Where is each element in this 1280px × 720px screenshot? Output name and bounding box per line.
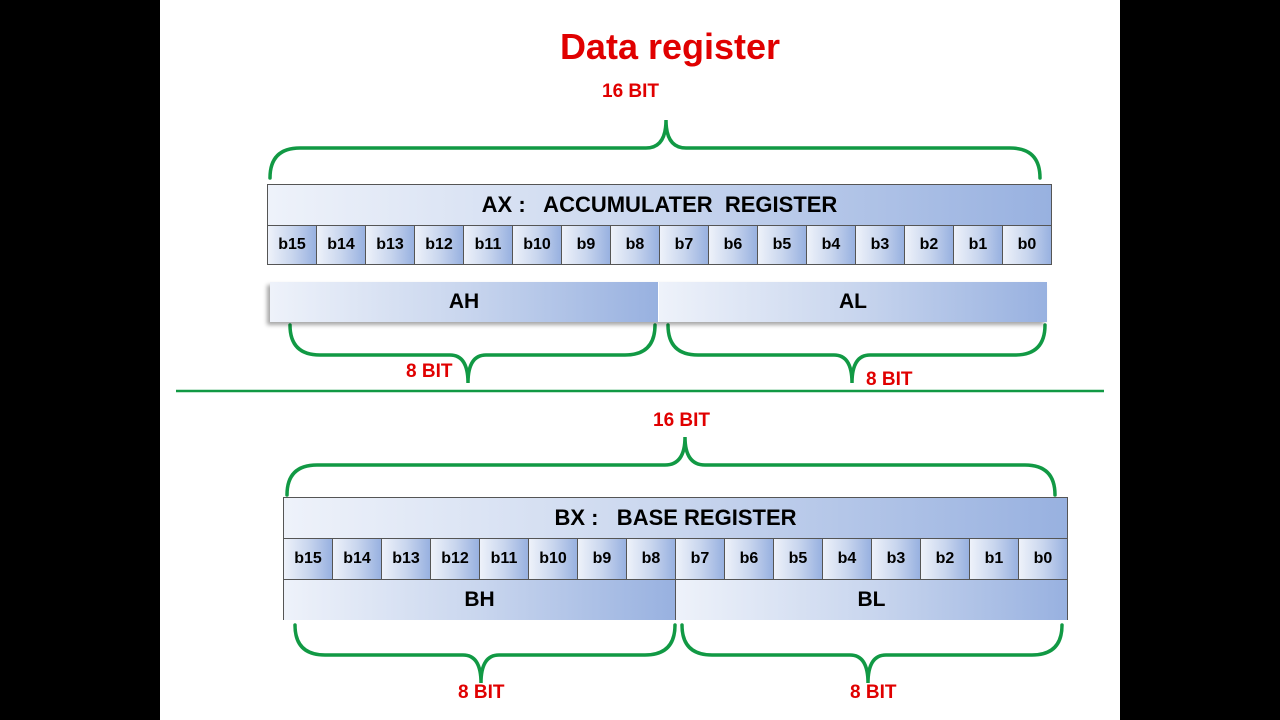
al-half: AL xyxy=(659,282,1047,322)
bl-8bit-brace xyxy=(680,623,1064,684)
slide-title: Data register xyxy=(559,26,781,67)
al-8bit-brace xyxy=(666,323,1047,384)
bh-8bit-label: 8 BIT xyxy=(458,682,505,703)
bl-8bit-label: 8 BIT xyxy=(850,682,897,703)
ax-bit-cell: b14 xyxy=(317,226,366,264)
ax-bit-cell: b12 xyxy=(415,226,464,264)
bh-8bit-brace xyxy=(293,623,677,684)
ax-bit-cell: b5 xyxy=(758,226,807,264)
ax-16bit-label: 16 BIT xyxy=(602,81,660,102)
bx-bit-cell: b1 xyxy=(970,539,1019,579)
bx-bit-cell: b10 xyxy=(529,539,578,579)
ax-bit-cell: b4 xyxy=(807,226,856,264)
bx-16bit-label: 16 BIT xyxy=(653,410,711,431)
bx-16bit-brace xyxy=(285,436,1057,497)
bx-bit-cell: b12 xyxy=(431,539,480,579)
ax-bit-cell: b11 xyxy=(464,226,513,264)
ax-bit-cell: b15 xyxy=(268,226,317,264)
ah-half: AH xyxy=(270,282,659,322)
ax-register-title: AX : ACCUMULATER REGISTER xyxy=(268,185,1051,226)
ax-bit-cell: b0 xyxy=(1003,226,1051,264)
bx-bit-cell: b13 xyxy=(382,539,431,579)
ax-bit-cell: b7 xyxy=(660,226,709,264)
ax-bit-cell: b3 xyxy=(856,226,905,264)
bx-bit-cell: b6 xyxy=(725,539,774,579)
ax-bit-cell: b9 xyxy=(562,226,611,264)
ax-halves: AH AL xyxy=(270,282,1047,322)
bx-halves: BH BL xyxy=(284,580,1067,620)
ax-bit-cell: b10 xyxy=(513,226,562,264)
ah-8bit-label: 8 BIT xyxy=(406,361,453,382)
ax-bit-cell: b2 xyxy=(905,226,954,264)
bx-register-title: BX : BASE REGISTER xyxy=(284,498,1067,539)
bx-bit-cell: b7 xyxy=(676,539,725,579)
bx-bit-cell: b14 xyxy=(333,539,382,579)
ax-bit-cell: b1 xyxy=(954,226,1003,264)
slide: Data register 16 BIT AX : ACCUMULATER RE… xyxy=(160,0,1120,720)
ax-bit-cell: b6 xyxy=(709,226,758,264)
bx-bit-cell: b5 xyxy=(774,539,823,579)
ax-bit-cell: b13 xyxy=(366,226,415,264)
bl-half: BL xyxy=(676,580,1067,620)
bx-bit-cell: b3 xyxy=(872,539,921,579)
bx-bit-cell: b8 xyxy=(627,539,676,579)
bh-half: BH xyxy=(284,580,676,620)
bx-bit-cell: b9 xyxy=(578,539,627,579)
bx-bit-cell: b0 xyxy=(1019,539,1067,579)
braces-layer xyxy=(176,119,1104,684)
ax-bit-cell: b8 xyxy=(611,226,660,264)
bx-bit-cell: b11 xyxy=(480,539,529,579)
bx-bit-cell: b4 xyxy=(823,539,872,579)
ax-16bit-brace xyxy=(268,119,1042,180)
al-8bit-label: 8 BIT xyxy=(866,369,913,390)
ah-8bit-brace xyxy=(288,323,657,384)
bx-bit-cell: b2 xyxy=(921,539,970,579)
bx-bit-cell: b15 xyxy=(284,539,333,579)
